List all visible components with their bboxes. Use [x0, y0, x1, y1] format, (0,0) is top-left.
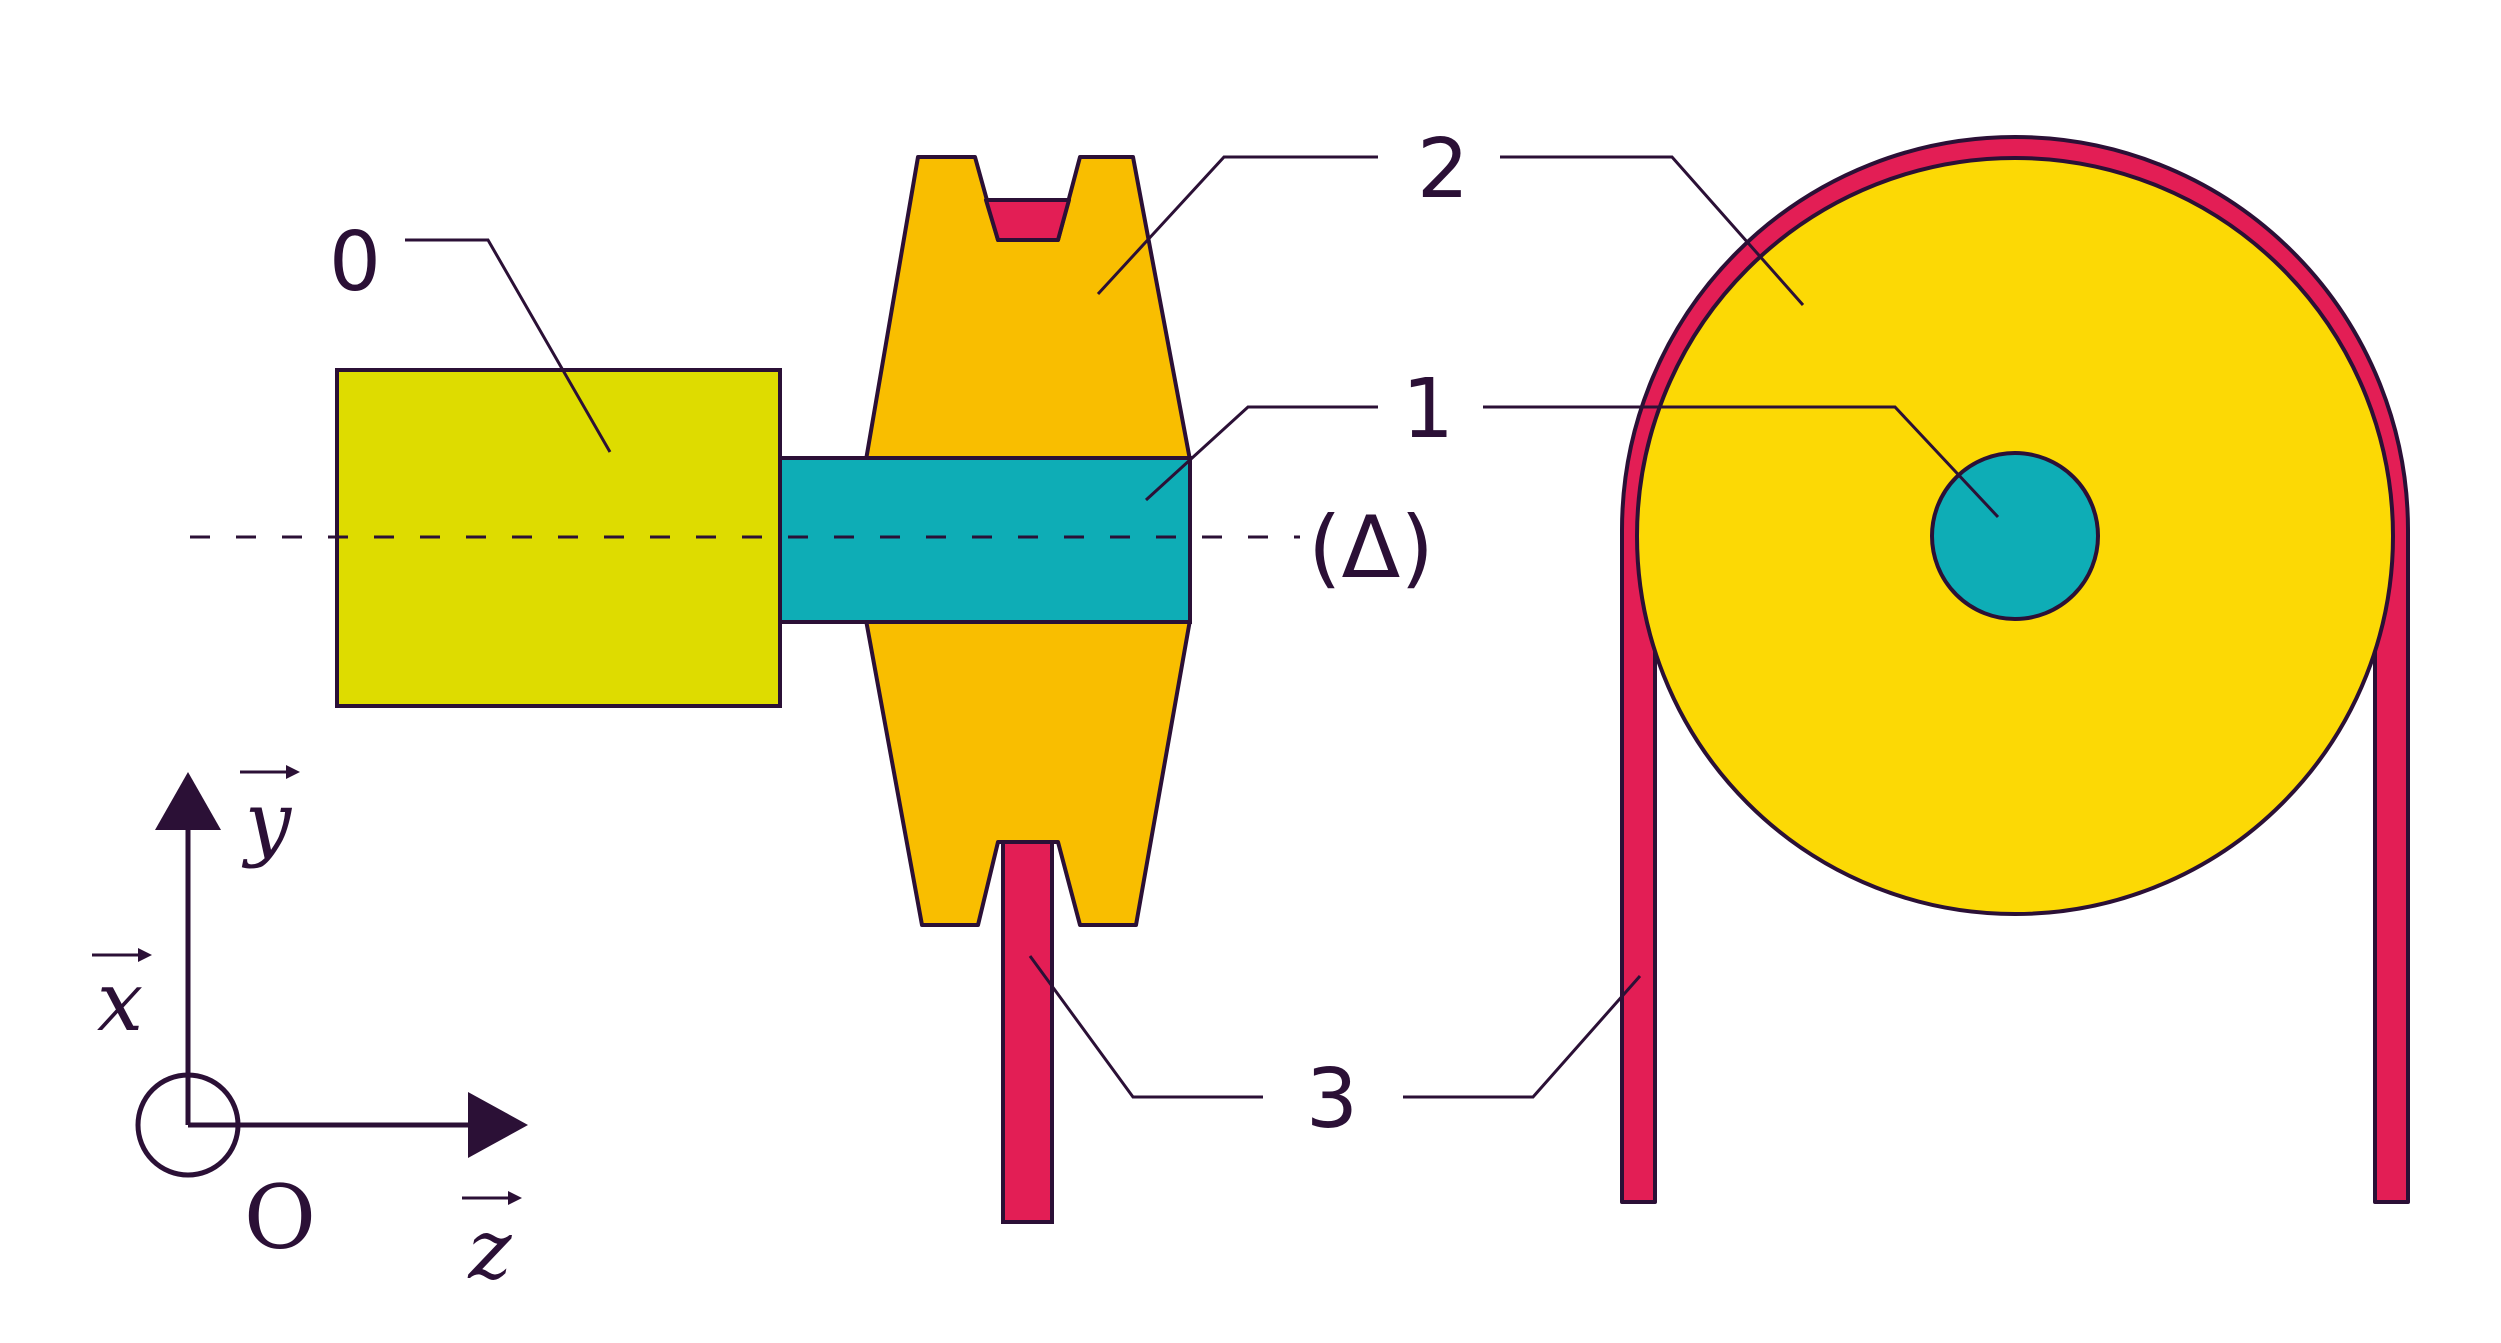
y-axis-arrowhead: [155, 772, 221, 830]
label-part-0: 0: [329, 215, 381, 310]
coordinate-system: y x z O: [92, 765, 528, 1298]
belt-side-strand: [1001, 840, 1054, 1224]
label-origin: O: [244, 1166, 316, 1269]
label-axis-z: z: [467, 1203, 512, 1298]
label-axis-x: x: [97, 955, 143, 1050]
pulley-side-lower: [864, 618, 1192, 927]
leader-1-front: [1483, 405, 2000, 519]
leader-2-front: [1500, 155, 1805, 306]
belt-side-top: [984, 198, 1071, 242]
label-part-1: 1: [1402, 362, 1454, 457]
leader-3-front: [1403, 975, 1642, 1099]
shaft: [778, 456, 1192, 624]
x-axis-circle-symbol: [135, 1072, 241, 1178]
leader-3-side: [1028, 955, 1263, 1099]
leader-2-side: [1096, 155, 1378, 296]
label-part-2: 2: [1417, 122, 1469, 217]
label-axis-y: y: [241, 775, 293, 870]
leader-1-side: [1144, 405, 1378, 502]
label-part-3: 3: [1306, 1052, 1358, 1147]
leader-lines: [405, 155, 2000, 1099]
shaft-cross-section: [1930, 451, 2100, 621]
z-axis-arrowhead: [468, 1092, 528, 1158]
y-vector-arrowhead: [286, 765, 300, 779]
x-vector-arrowhead: [138, 948, 152, 962]
leader-0: [405, 238, 612, 453]
z-vector-arrowhead: [508, 1191, 522, 1205]
label-axis-delta: (Δ): [1308, 498, 1434, 598]
